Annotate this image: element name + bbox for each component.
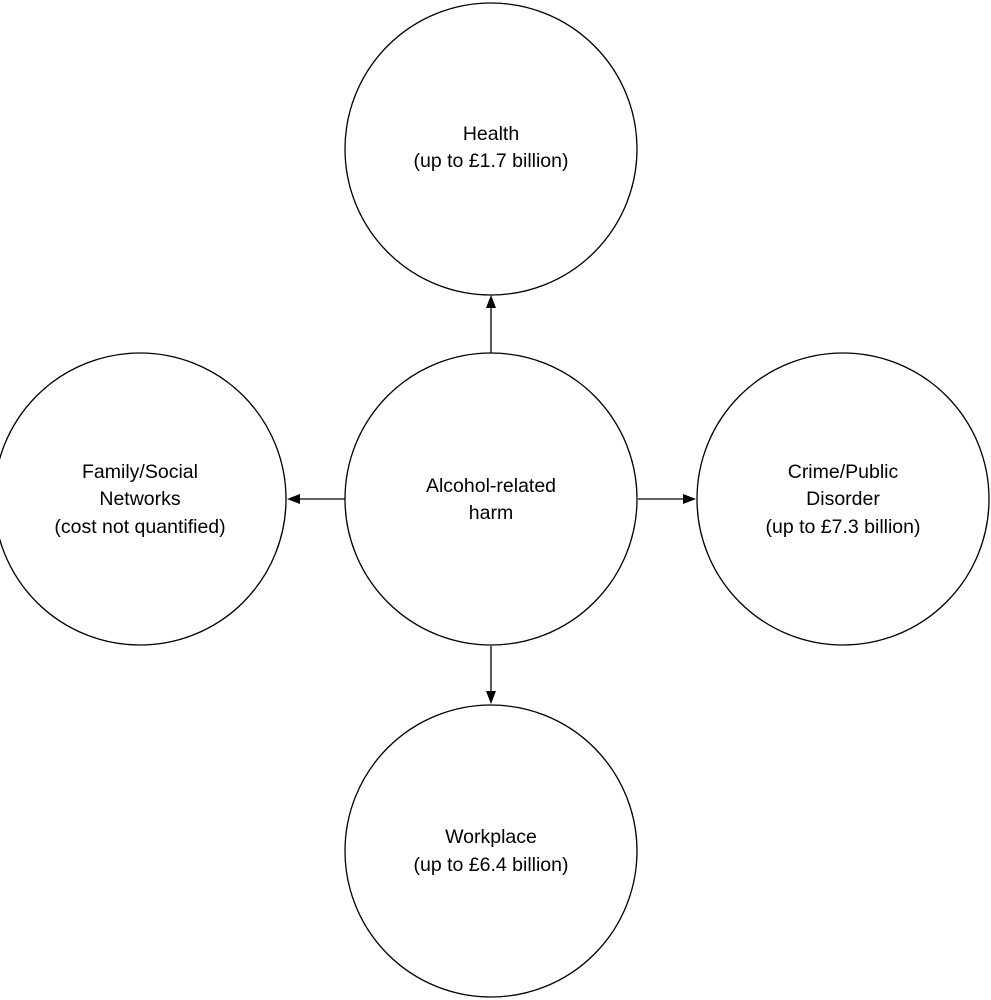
node-workplace-circle: [344, 704, 638, 998]
connector-to-health: [486, 295, 496, 353]
node-health-line-2: (up to £1.7 billion): [413, 150, 568, 172]
node-crime: Crime/Public Disorder (up to £7.3 billio…: [696, 352, 990, 646]
arrowhead-right-icon: [683, 494, 696, 504]
arrowhead-up-icon: [486, 295, 496, 308]
node-workplace-line-1: Workplace: [445, 826, 537, 848]
node-workplace: Workplace (up to £6.4 billion): [344, 704, 638, 998]
node-health-circle: [344, 2, 638, 296]
node-center-line-1: Alcohol-related: [426, 475, 556, 497]
node-crime-line-3: (up to £7.3 billion): [765, 516, 920, 538]
node-family-circle: [0, 352, 287, 646]
node-workplace-line-2: (up to £6.4 billion): [413, 854, 568, 876]
node-center: Alcohol-related harm: [344, 352, 638, 646]
connector-to-crime: [638, 494, 696, 504]
node-crime-line-1: Crime/Public: [788, 461, 899, 483]
node-crime-circle: [696, 352, 990, 646]
node-center-line-2: harm: [469, 502, 513, 524]
node-health-line-1: Health: [463, 123, 519, 145]
node-family-line-3: (cost not quantified): [54, 516, 225, 538]
node-health: Health (up to £1.7 billion): [344, 2, 638, 296]
node-family-line-1: Family/Social: [82, 461, 198, 483]
connector-to-workplace: [486, 646, 496, 704]
node-family-line-2: Networks: [99, 488, 181, 510]
connector-to-family: [287, 494, 345, 504]
node-family: Family/Social Networks (cost not quantif…: [0, 352, 287, 646]
node-crime-line-2: Disorder: [806, 488, 880, 510]
arrowhead-down-icon: [486, 691, 496, 704]
arrowhead-left-icon: [287, 494, 300, 504]
node-center-circle: [344, 352, 638, 646]
